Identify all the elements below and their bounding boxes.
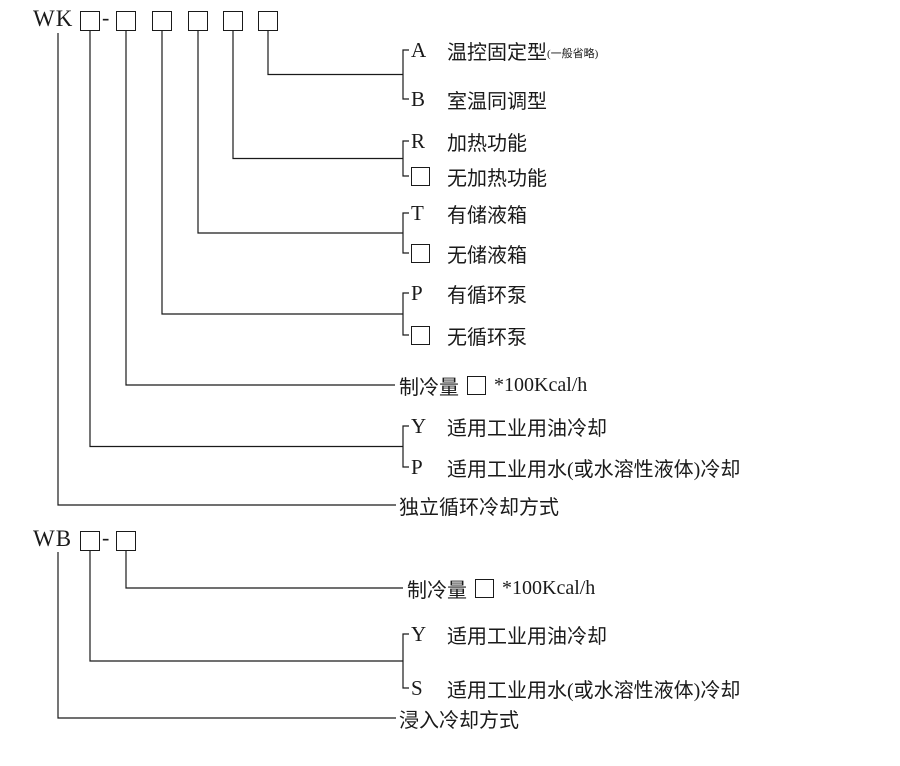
bracket-wk-oil-water (402, 425, 409, 468)
capacity-prefix: 制冷量 (407, 579, 467, 602)
option-label: 无加热功能 (447, 167, 547, 190)
wk-placeholder-box-4 (188, 11, 208, 31)
option-row-capacity: 制冷量 *100Kcal/h (399, 372, 588, 399)
bracket-wk-temp (402, 49, 409, 100)
connector-wb-base (57, 552, 396, 719)
option-row-wk-base: 独立循环冷却方式 (399, 492, 559, 519)
option-label: 无储液箱 (447, 244, 527, 267)
wk-model-prefix: WK (33, 6, 74, 31)
option-label: 无循环泵 (447, 326, 527, 349)
capacity-suffix: *100Kcal/h (494, 373, 588, 396)
option-label: 适用工业用水(或水溶性液体)冷却 (447, 679, 741, 702)
option-label: 浸入冷却方式 (399, 709, 519, 732)
bracket-wk-tank (402, 212, 409, 254)
wk-placeholder-box-1 (80, 11, 100, 31)
option-row-pump: P 有循环泵 (411, 280, 527, 307)
connector-wk-box6 (267, 31, 403, 76)
option-key: B (411, 86, 426, 111)
connector-wb-box1 (89, 551, 403, 662)
bracket-wk-pump (402, 292, 409, 336)
option-row-wb-capacity: 制冷量 *100Kcal/h (407, 575, 596, 602)
connector-wk-box5 (232, 31, 403, 160)
option-key: Y (411, 621, 427, 646)
option-row-temp-fixed: A 温控固定型 (一般省略) (411, 37, 599, 64)
wk-placeholder-box-2 (116, 11, 136, 31)
option-label: 有循环泵 (447, 284, 527, 307)
option-row-heat: R 加热功能 (411, 128, 527, 155)
wb-dash: - (102, 525, 110, 550)
placeholder-box (467, 375, 486, 395)
wk-placeholder-box-3 (152, 11, 172, 31)
option-key: S (411, 675, 423, 700)
wb-placeholder-box-2 (116, 531, 136, 551)
option-row-wb-base: 浸入冷却方式 (399, 705, 519, 732)
option-label: 适用工业用油冷却 (447, 625, 607, 648)
option-key: P (411, 280, 423, 305)
option-row-tank: T 有储液箱 (411, 200, 527, 227)
option-row-oil: Y 适用工业用油冷却 (411, 413, 607, 440)
option-label: 有储液箱 (447, 204, 527, 227)
placeholder-box (411, 166, 430, 186)
option-label: 室温同调型 (447, 90, 547, 113)
wb-placeholder-box-1 (80, 531, 100, 551)
connector-wk-box4 (197, 31, 403, 234)
option-row-no-tank: 无储液箱 (411, 240, 527, 267)
wk-placeholder-box-6 (258, 11, 278, 31)
option-label: 温控固定型 (447, 41, 547, 64)
capacity-prefix: 制冷量 (399, 376, 459, 399)
option-row-no-pump: 无循环泵 (411, 322, 527, 349)
capacity-suffix: *100Kcal/h (502, 576, 596, 599)
option-label: 适用工业用水(或水溶性液体)冷却 (447, 458, 741, 481)
option-label: 加热功能 (447, 132, 527, 155)
placeholder-box (411, 243, 430, 263)
option-key: A (411, 37, 427, 62)
bracket-wk-heat (402, 140, 409, 177)
option-label: 独立循环冷却方式 (399, 496, 559, 519)
option-row-wb-water: S 适用工业用水(或水溶性液体)冷却 (411, 675, 741, 702)
placeholder-box (475, 578, 494, 598)
option-row-wb-oil: Y 适用工业用油冷却 (411, 621, 607, 648)
option-row-temp-sync: B 室温同调型 (411, 86, 547, 113)
option-key: Y (411, 413, 427, 438)
option-key: P (411, 454, 423, 479)
placeholder-box (411, 325, 430, 345)
connector-wk-box2 (125, 31, 395, 386)
wk-dash: - (102, 5, 110, 30)
option-note: (一般省略) (547, 48, 599, 60)
wk-placeholder-box-5 (223, 11, 243, 31)
wb-model-prefix: WB (33, 526, 73, 551)
connector-wk-base (57, 33, 396, 506)
option-row-no-heat: 无加热功能 (411, 163, 547, 190)
connector-wk-box1 (89, 31, 403, 448)
connector-wk-box3 (161, 31, 403, 315)
connector-wb-box2 (125, 551, 403, 589)
option-row-water: P 适用工业用水(或水溶性液体)冷却 (411, 454, 741, 481)
bracket-wb-oil-water (402, 633, 409, 689)
option-key: R (411, 128, 426, 153)
option-key: T (411, 200, 424, 225)
option-label: 适用工业用油冷却 (447, 417, 607, 440)
